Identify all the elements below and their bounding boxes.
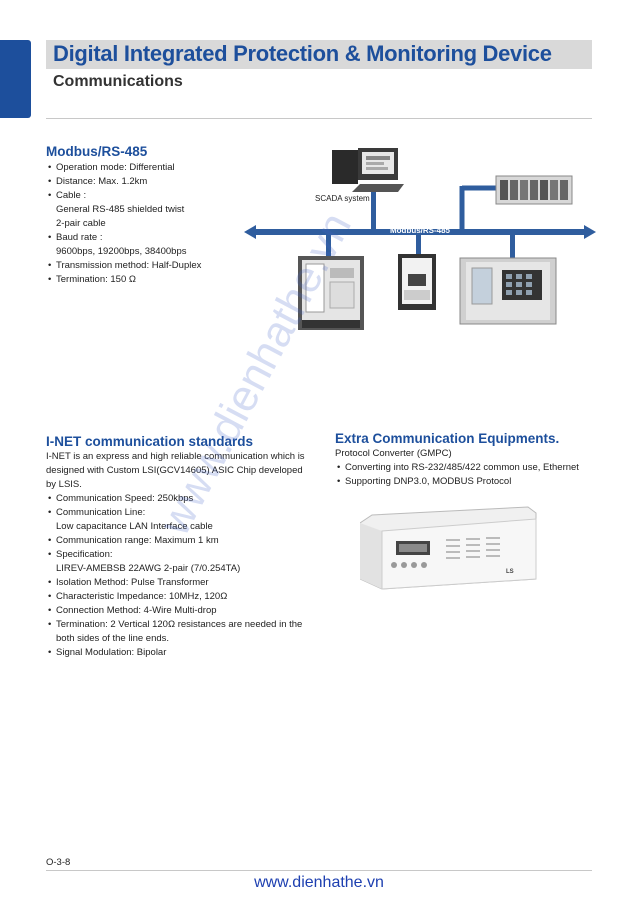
list-item: Isolation Method: Pulse Transformer [46,576,305,590]
air-circuit-breaker-icon [298,256,364,330]
intro-line: designed with Custom LSI(GCV14605) ASIC … [46,465,303,476]
protocol-converter-device-image: LS [360,506,537,590]
inet-spec-list: I-NET is an express and high reliable co… [46,450,305,660]
intro-line: by LSIS. [46,479,82,490]
list-item: Baud rate : [46,231,201,245]
footer-divider [46,870,592,871]
bus-label: Modbus/RS-485 [390,226,451,235]
list-item-continuation: General RS-485 shielded twist [56,204,185,215]
extra-equipment-heading: Extra Communication Equipments. [335,431,560,446]
list-item: Termination: 2 Vertical 120Ω resistances… [46,618,305,632]
list-item-continuation: both sides of the line ends. [56,633,170,644]
list-item-continuation: Low capacitance LAN Interface cable [56,521,213,532]
modbus-heading: Modbus/RS-485 [46,144,148,159]
header-divider [46,118,592,119]
list-item: Converting into RS-232/485/422 common us… [335,461,579,475]
list-item: Supporting DNP3.0, MODBUS Protocol [335,475,579,489]
modbus-spec-list: Operation mode: DifferentialDistance: Ma… [46,161,201,287]
list-item: Termination: 150 Ω [46,273,201,287]
list-item: Distance: Max. 1.2km [46,175,201,189]
plc-rack-icon [459,175,573,232]
section-side-tab [0,40,31,118]
scada-computer-icon [332,148,404,192]
list-item-continuation: 9600bps, 19200bps, 38400bps [56,246,187,257]
list-item-continuation: 2-pair cable [56,218,106,229]
list-item: Communication range: Maximum 1 km [46,534,305,548]
modbus-network-diagram: SCADA system Modbus/RS-485 [244,148,596,330]
page-number: O-3-8 [46,857,71,868]
molded-case-breaker-icon [398,254,436,310]
digital-relay-icon [459,257,557,325]
list-item: Transmission method: Half-Duplex [46,259,201,273]
list-item: Specification: [46,548,305,562]
list-item: Operation mode: Differential [46,161,201,175]
intro-line: Protocol Converter (GMPC) [335,448,452,459]
list-item-continuation: LIREV-AMEBSB 22AWG 2-pair (7/0.254TA) [56,563,241,574]
list-item: Cable : [46,189,201,203]
scada-label: SCADA system [315,194,370,203]
page-title: Digital Integrated Protection & Monitori… [53,41,552,66]
title-bar [46,40,592,69]
footer-website-link[interactable]: www.dienhathe.vn [254,874,384,891]
page-subtitle: Communications [53,73,183,90]
list-item: Connection Method: 4-Wire Multi-drop [46,604,305,618]
device-brand-logo: LS [506,569,514,575]
list-item: Communication Line: [46,506,305,520]
list-item: Communication Speed: 250kbps [46,492,305,506]
extra-equipment-list: Protocol Converter (GMPC) Converting into… [335,447,579,489]
list-item: Characteristic Impedance: 10MHz, 120Ω [46,590,305,604]
list-item: Signal Modulation: Bipolar [46,646,305,660]
inet-heading: I-NET communication standards [46,434,254,449]
intro-line: I-NET is an express and high reliable co… [46,451,305,462]
